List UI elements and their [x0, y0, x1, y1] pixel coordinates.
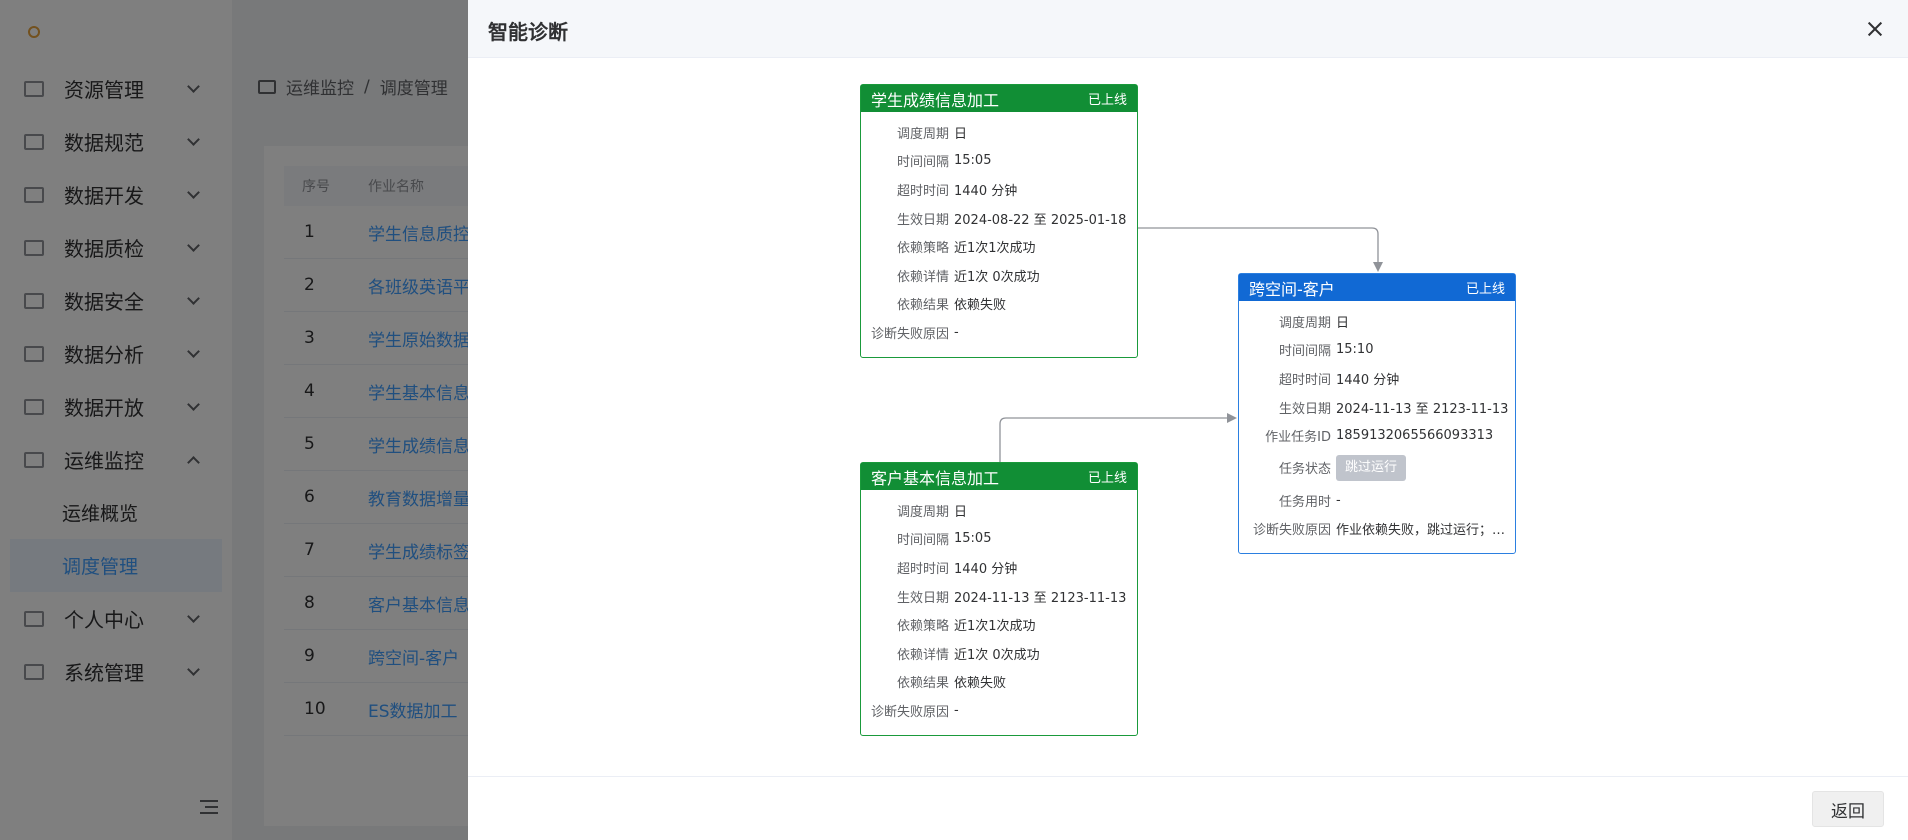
node-field: 时间间隔 15:05	[861, 525, 1137, 554]
field-label: 生效日期	[1278, 401, 1331, 417]
field-label: 超时时间	[896, 183, 949, 199]
node-status: 已上线	[1087, 93, 1127, 108]
node-body: 调度周期日 时间间隔 15:05 超时时间 1440 分钟 生效日期 2024-08-…	[861, 112, 1137, 357]
field-value: 1859132065566093313	[1336, 428, 1494, 444]
field-value: 近1次 0次成功	[954, 647, 1040, 663]
node-field: 作业任务ID 1859132065566093313	[1239, 421, 1515, 450]
drawer-footer: 返回	[468, 776, 1908, 840]
node-title: 客户基本信息加工	[871, 468, 1000, 488]
node-field: 生效日期 2024-11-13 至 2123-11-13	[1239, 393, 1515, 422]
node-field: 超时时间 1440 分钟	[861, 175, 1137, 204]
dependency-edges	[999, 227, 1383, 462]
node-field: 依赖结果依赖失败	[861, 290, 1137, 319]
field-label: 超时时间	[896, 561, 949, 577]
field-value: 15:05	[954, 531, 992, 547]
field-value: 日	[1336, 315, 1350, 331]
field-value: 1440 分钟	[954, 561, 1018, 577]
node-status: 已上线	[1465, 282, 1505, 297]
node-field: 时间间隔 15:10	[1239, 336, 1515, 365]
back-button[interactable]: 返回	[1812, 791, 1884, 827]
field-label: 生效日期	[896, 212, 949, 228]
node-field: 诊断失败原因-	[861, 318, 1137, 347]
edge-n2-to-n3	[999, 413, 1237, 462]
node-field: 调度周期日	[861, 496, 1137, 525]
node-field: 依赖详情近1次 0次成功	[861, 639, 1137, 668]
field-label: 作业任务ID	[1265, 430, 1331, 446]
field-label: 调度周期	[896, 504, 949, 520]
close-icon[interactable]	[1864, 18, 1886, 40]
node-field: 时间间隔 15:05	[861, 147, 1137, 176]
job-node-student-score[interactable]: 学生成绩信息加工 已上线 调度周期日 时间间隔 15:05 超时时间 1440 分钟…	[860, 84, 1138, 358]
field-label: 时间间隔	[1278, 344, 1331, 360]
node-field: 超时时间 1440 分钟	[861, 553, 1137, 582]
field-value: 15:10	[1336, 342, 1374, 358]
field-label: 生效日期	[896, 590, 949, 606]
node-field: 调度周期日	[1239, 307, 1515, 336]
field-value: 2024-11-13 至 2123-11-13	[1336, 401, 1509, 417]
field-label: 任务用时	[1278, 494, 1331, 510]
field-value: 1440 分钟	[1336, 372, 1400, 388]
field-label: 依赖详情	[896, 647, 949, 663]
field-value: 作业依赖失败，跳过运行；依赖作业诊断	[1336, 523, 1506, 539]
edge-n1-to-n3	[1138, 227, 1383, 272]
node-header: 跨空间-客户 已上线	[1239, 274, 1515, 301]
field-label: 诊断失败原因	[870, 704, 949, 720]
node-field: 任务状态跳过运行	[1239, 450, 1515, 486]
field-label: 调度周期	[896, 126, 949, 142]
node-field: 生效日期 2024-08-22 至 2025-01-18	[861, 204, 1137, 233]
field-value: 2024-08-22 至 2025-01-18	[954, 212, 1127, 228]
node-body: 调度周期日 时间间隔 15:10 超时时间 1440 分钟 生效日期 2024-11-…	[1239, 301, 1515, 553]
node-field: 生效日期 2024-11-13 至 2123-11-13	[861, 582, 1137, 611]
field-value: 近1次1次成功	[954, 619, 1036, 635]
job-node-cross-space-customer[interactable]: 跨空间-客户 已上线 调度周期日 时间间隔 15:10 超时时间 1440 分钟 生…	[1238, 273, 1516, 555]
field-label: 诊断失败原因	[870, 326, 949, 342]
field-value: -	[1336, 492, 1341, 508]
node-field: 任务用时-	[1239, 486, 1515, 515]
field-label: 调度周期	[1278, 315, 1331, 331]
node-field: 诊断失败原因-	[861, 696, 1137, 725]
field-value: -	[954, 702, 959, 718]
drawer-header: 智能诊断	[468, 0, 1908, 58]
field-label: 依赖策略	[896, 619, 949, 635]
node-field: 依赖详情近1次 0次成功	[861, 261, 1137, 290]
field-value: 依赖失败	[954, 298, 1007, 314]
node-field: 依赖策略近1次1次成功	[861, 232, 1137, 261]
node-title: 跨空间-客户	[1249, 279, 1335, 299]
field-value: 2024-11-13 至 2123-11-13	[954, 590, 1127, 606]
node-field: 调度周期日	[861, 118, 1137, 147]
field-value: 15:05	[954, 153, 992, 169]
field-label: 时间间隔	[896, 533, 949, 549]
field-label: 诊断失败原因	[1252, 523, 1331, 539]
drawer-title: 智能诊断	[488, 20, 568, 44]
field-value: 近1次 0次成功	[954, 269, 1040, 285]
node-status: 已上线	[1087, 471, 1127, 486]
field-value: 1440 分钟	[954, 183, 1018, 199]
node-header: 学生成绩信息加工 已上线	[861, 85, 1137, 112]
node-title: 学生成绩信息加工	[871, 90, 1000, 110]
node-body: 调度周期日 时间间隔 15:05 超时时间 1440 分钟 生效日期 2024-11-…	[861, 490, 1137, 735]
field-value: 近1次1次成功	[954, 241, 1036, 257]
field-label: 超时时间	[1278, 372, 1331, 388]
field-label: 依赖结果	[896, 298, 949, 314]
task-status-tag: 跳过运行	[1336, 454, 1407, 481]
node-field: 超时时间 1440 分钟	[1239, 364, 1515, 393]
node-field: 依赖策略近1次1次成功	[861, 610, 1137, 639]
field-label: 依赖策略	[896, 241, 949, 257]
field-label: 时间间隔	[896, 155, 949, 171]
field-value: 依赖失败	[954, 676, 1007, 692]
field-value: -	[954, 324, 959, 340]
field-value: 日	[954, 504, 968, 520]
field-value: 日	[954, 126, 968, 142]
node-field: 依赖结果依赖失败	[861, 668, 1137, 697]
field-label: 任务状态	[1278, 462, 1331, 478]
field-label: 依赖详情	[896, 269, 949, 285]
node-header: 客户基本信息加工 已上线	[861, 463, 1137, 490]
field-label: 依赖结果	[896, 676, 949, 692]
job-node-customer-info[interactable]: 客户基本信息加工 已上线 调度周期日 时间间隔 15:05 超时时间 1440 分钟…	[860, 462, 1138, 736]
